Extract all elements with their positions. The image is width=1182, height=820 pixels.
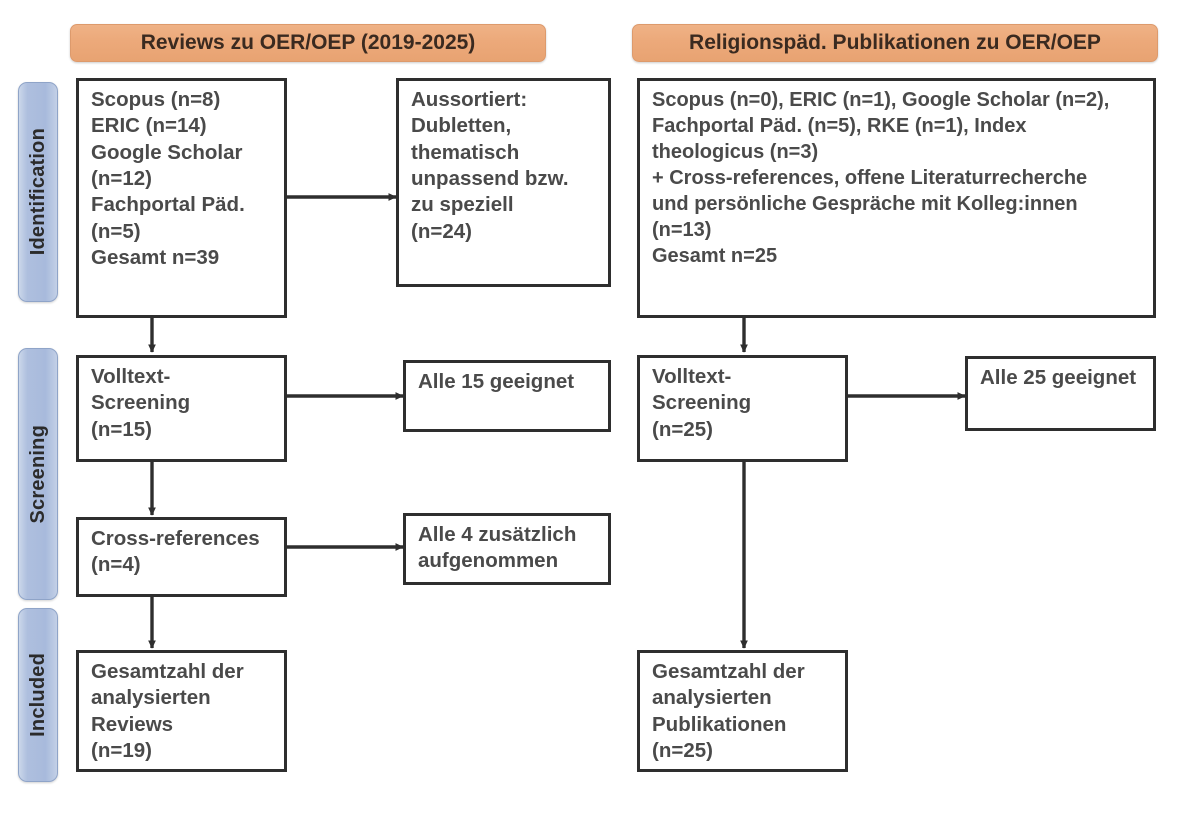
box-left-sources: Scopus (n=8) ERIC (n=14) Google Scholar …	[76, 78, 287, 318]
box-right-sources-text: Scopus (n=0), ERIC (n=1), Google Scholar…	[652, 89, 1110, 267]
box-right-fulltext-screening: Volltext- Screening (n=25)	[637, 355, 848, 462]
header-bar-left: Reviews zu OER/OEP (2019-2025)	[70, 24, 546, 62]
box-left-crossrefs-result-text: Alle 4 zusätzlich aufgenommen	[418, 523, 577, 573]
stage-bar-identification: Identification	[18, 82, 58, 302]
box-right-sources: Scopus (n=0), ERIC (n=1), Google Scholar…	[637, 78, 1156, 318]
box-right-fulltext-result: Alle 25 geeignet	[965, 356, 1156, 431]
header-bar-right: Religionspäd. Publikationen zu OER/OEP	[632, 24, 1158, 62]
box-right-included: Gesamtzahl der analysierten Publikatione…	[637, 650, 848, 772]
stage-bar-included: Included	[18, 608, 58, 782]
stage-bar-screening: Screening	[18, 348, 58, 600]
box-left-fulltext-result-text: Alle 15 geeignet	[418, 370, 575, 393]
box-right-included-text: Gesamtzahl der analysierten Publikatione…	[652, 660, 805, 762]
box-left-fulltext-screening-text: Volltext- Screening (n=15)	[91, 365, 191, 441]
stage-label-identification: Identification	[26, 128, 49, 256]
box-right-fulltext-result-text: Alle 25 geeignet	[980, 366, 1137, 389]
box-left-crossrefs-text: Cross-references (n=4)	[91, 527, 260, 577]
box-left-sources-text: Scopus (n=8) ERIC (n=14) Google Scholar …	[91, 88, 245, 269]
box-right-fulltext-screening-text: Volltext- Screening (n=25)	[652, 365, 752, 441]
box-left-fulltext-screening: Volltext- Screening (n=15)	[76, 355, 287, 462]
stage-label-screening: Screening	[26, 424, 49, 524]
box-left-excluded: Aussortiert: Dubletten, thematisch unpas…	[396, 78, 611, 287]
box-left-crossrefs: Cross-references (n=4)	[76, 517, 287, 597]
box-left-included-text: Gesamtzahl der analysierten Reviews (n=1…	[91, 660, 244, 762]
stage-label-included: Included	[26, 653, 49, 737]
box-left-crossrefs-result: Alle 4 zusätzlich aufgenommen	[403, 513, 611, 585]
header-label-right: Religionspäd. Publikationen zu OER/OEP	[689, 31, 1101, 54]
box-left-fulltext-result: Alle 15 geeignet	[403, 360, 611, 432]
box-left-included: Gesamtzahl der analysierten Reviews (n=1…	[76, 650, 287, 772]
header-label-left: Reviews zu OER/OEP (2019-2025)	[140, 31, 476, 54]
box-left-excluded-text: Aussortiert: Dubletten, thematisch unpas…	[411, 88, 569, 243]
